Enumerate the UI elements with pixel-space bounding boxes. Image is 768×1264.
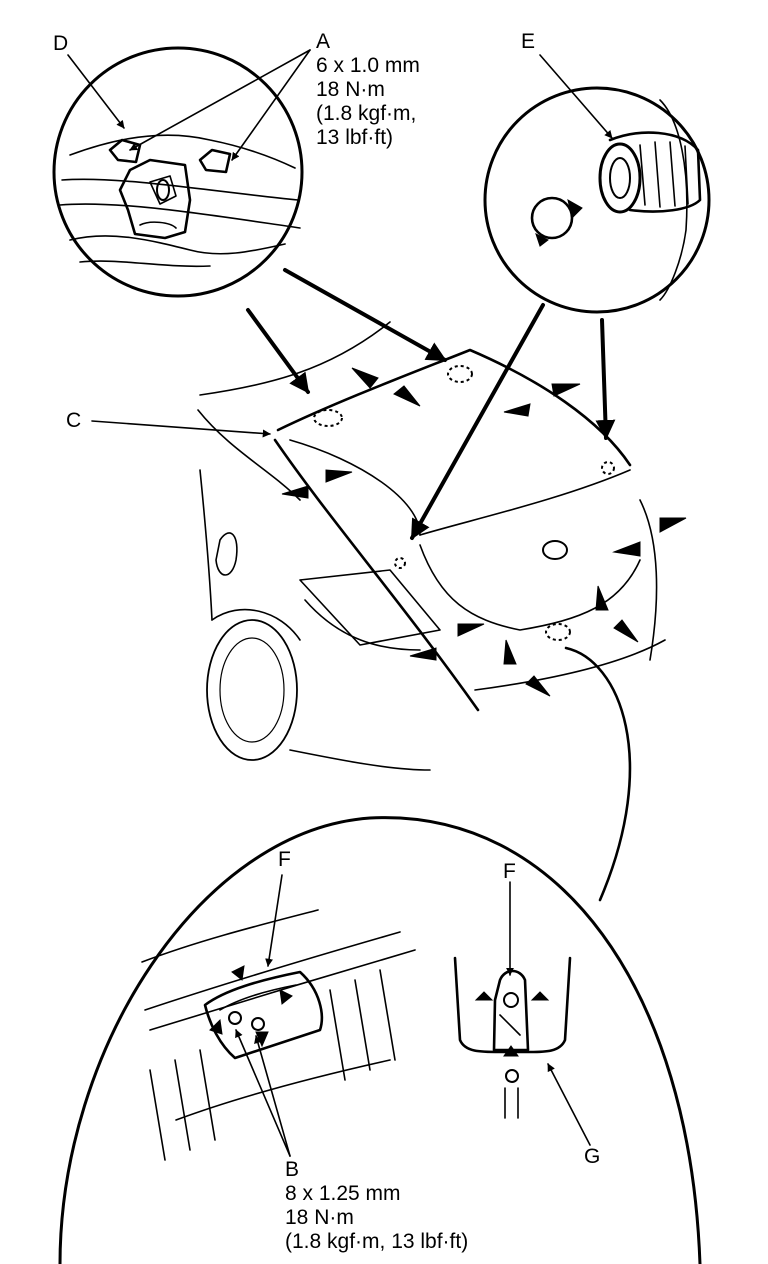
label-b-torque-alt: (1.8 kgf·m, 13 lbf·ft) bbox=[285, 1230, 469, 1253]
label-b-bolt-spec: 8 x 1.25 mm bbox=[285, 1182, 401, 1205]
label-b-torque: 18 N·m bbox=[285, 1206, 354, 1229]
label-f-right: F bbox=[503, 860, 516, 883]
label-b: B bbox=[285, 1158, 300, 1181]
latch-section-view bbox=[453, 956, 572, 1119]
label-a-bolt-spec: 6 x 1.0 mm bbox=[316, 54, 420, 77]
detail-circle-hinge bbox=[52, 46, 304, 298]
vehicle-rear bbox=[197, 321, 666, 771]
label-e: E bbox=[521, 30, 536, 53]
label-c: C bbox=[66, 409, 82, 432]
label-a: A bbox=[316, 30, 331, 53]
leader-latch bbox=[564, 646, 632, 902]
hinge-bracket bbox=[59, 134, 301, 268]
label-a-torque-kgf: (1.8 kgf·m, bbox=[316, 102, 417, 125]
cap-plug bbox=[530, 99, 702, 301]
detail-circle-cap bbox=[483, 86, 711, 314]
leader-lines bbox=[246, 268, 616, 540]
label-d: D bbox=[53, 32, 69, 55]
label-g: G bbox=[584, 1145, 601, 1168]
label-f-left: F bbox=[278, 848, 291, 871]
label-a-torque-lbf: 13 lbf·ft) bbox=[316, 126, 394, 149]
clip-arrows bbox=[281, 367, 687, 697]
detail-circle-latch bbox=[58, 816, 702, 1264]
label-a-torque: 18 N·m bbox=[316, 78, 385, 101]
label-leaders bbox=[67, 49, 613, 1157]
